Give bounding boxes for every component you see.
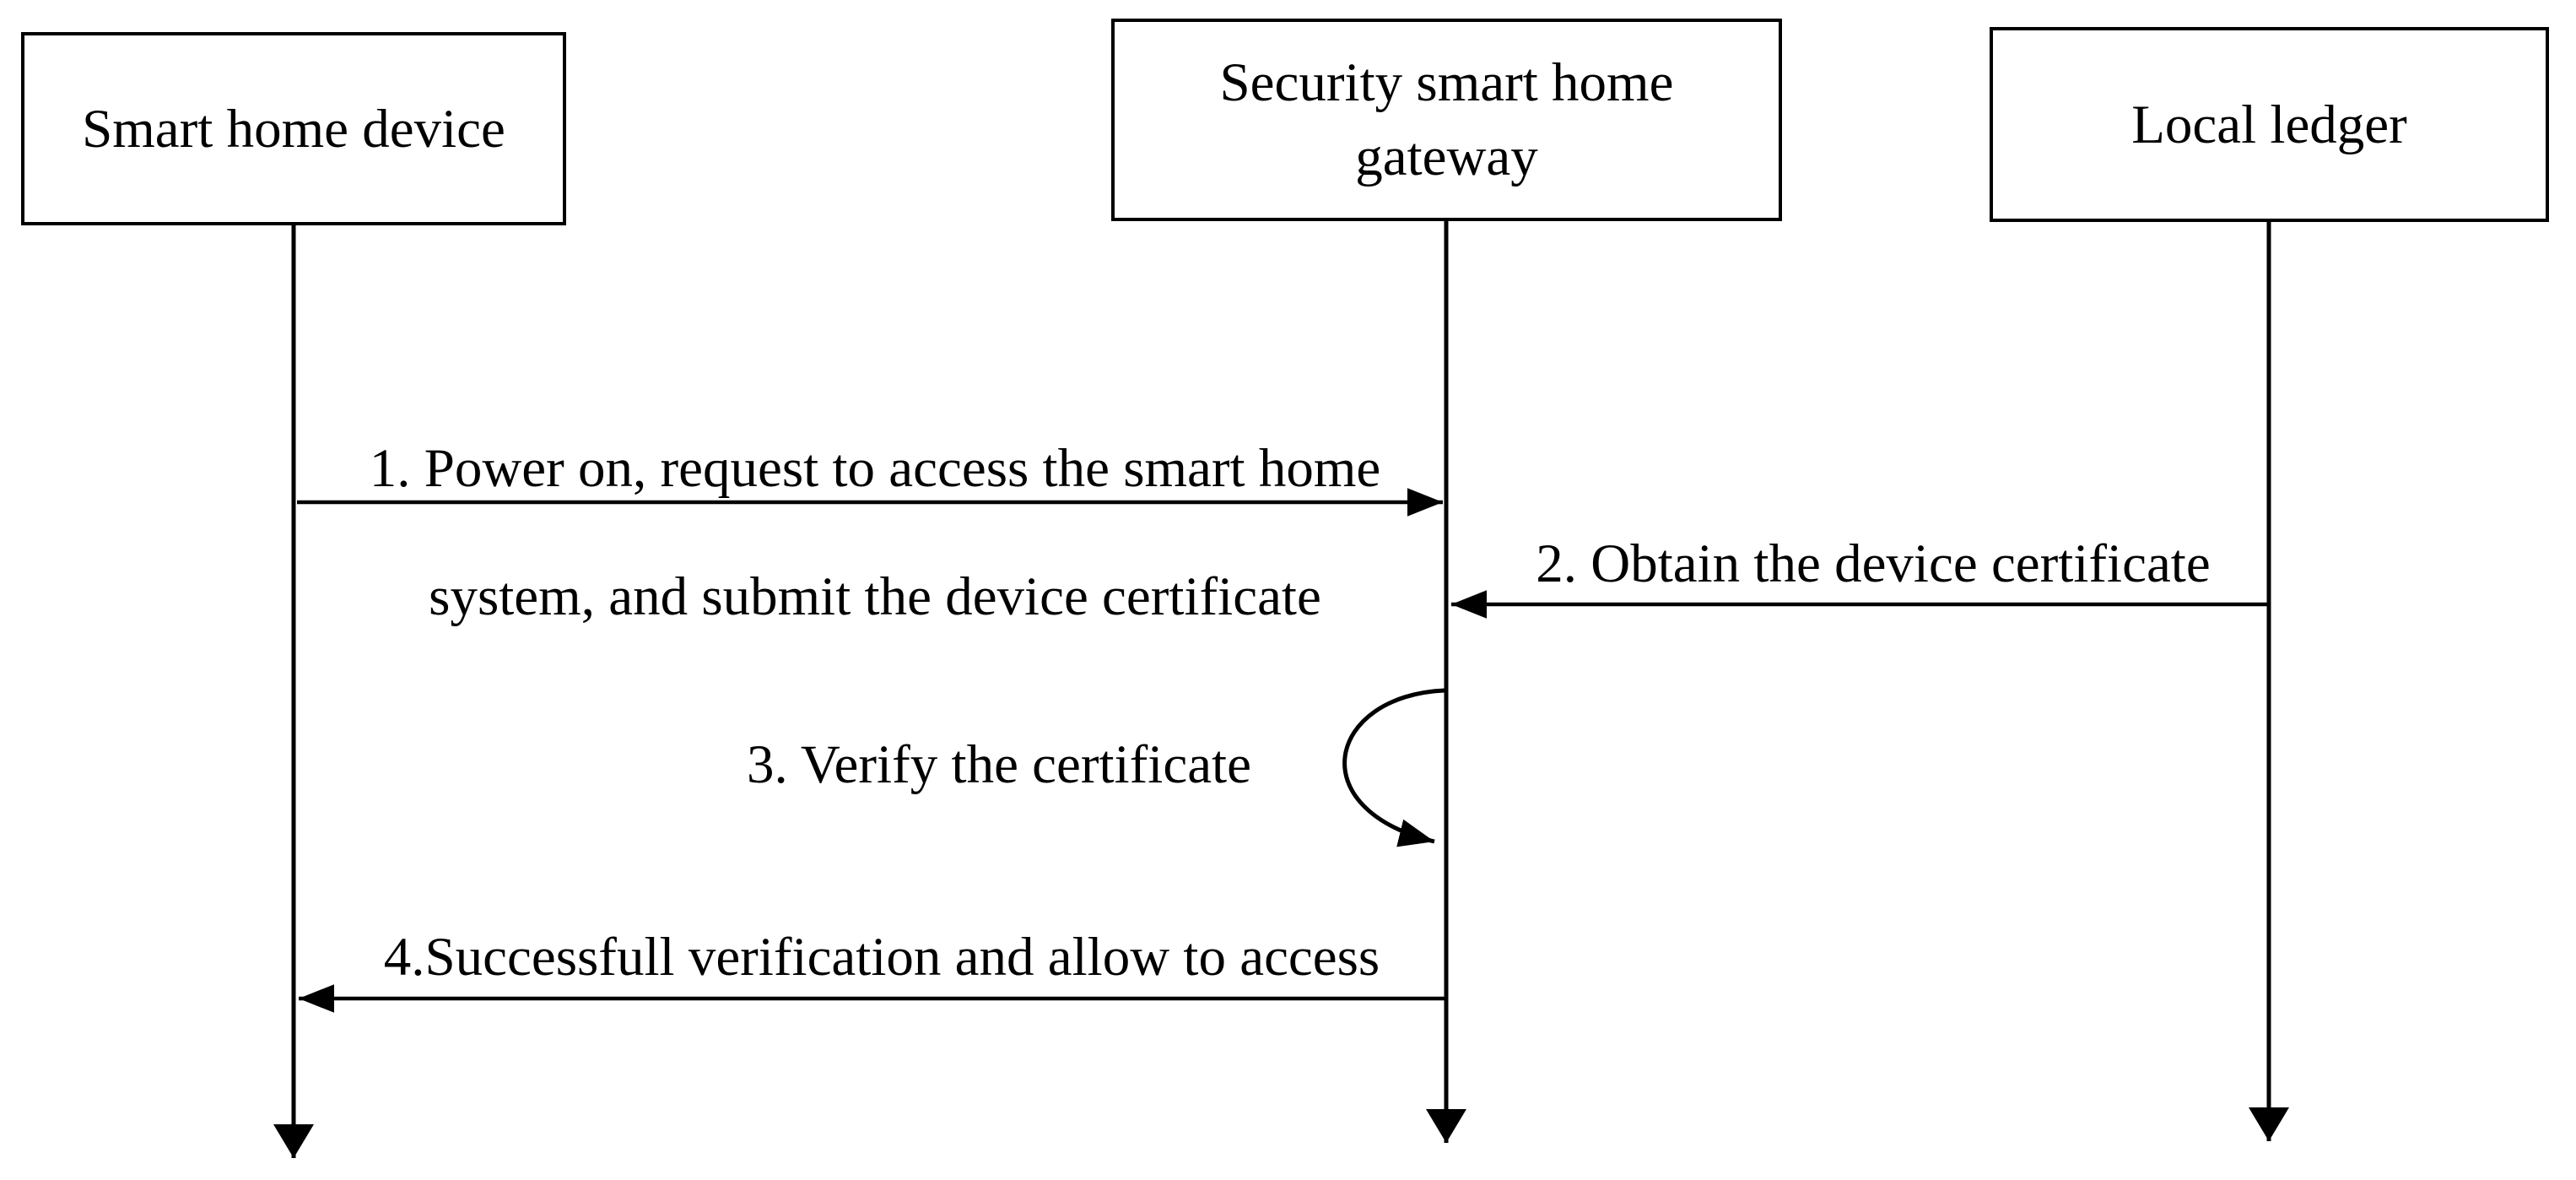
message-3-label: 3. Verify the certificate [747, 733, 1251, 797]
message-4-label: 4.Successfull verification and allow to … [321, 925, 1443, 989]
actor-box-security-smart-home-gateway: Security smart home gateway [1111, 19, 1782, 221]
message-3-label-line-1: 3. Verify the certificate [747, 734, 1251, 795]
message-4-label-line-1: 4.Successfull verification and allow to … [383, 927, 1380, 988]
actor-label-security-smart-home-gateway: Security smart home gateway [1219, 52, 1674, 187]
message-1-label-line-1: 1. Power on, request to access the smart… [369, 438, 1381, 499]
message-2-label-line-1: 2. Obtain the device certificate [1536, 533, 2211, 594]
message-1-label: 1. Power on, request to access the smart… [312, 372, 1438, 629]
message-2-label: 2. Obtain the device certificate [1485, 532, 2261, 596]
actor-box-local-ledger: Local ledger [1990, 27, 2549, 222]
actor-label-local-ledger: Local ledger [2131, 94, 2407, 155]
message-3-self-loop-arrow [1342, 688, 1445, 847]
actor-label-smart-home-device: Smart home device [82, 98, 505, 160]
actor-box-smart-home-device: Smart home device [21, 32, 566, 225]
message-1-label-line-2: system, and submit the device certificat… [429, 566, 1321, 627]
